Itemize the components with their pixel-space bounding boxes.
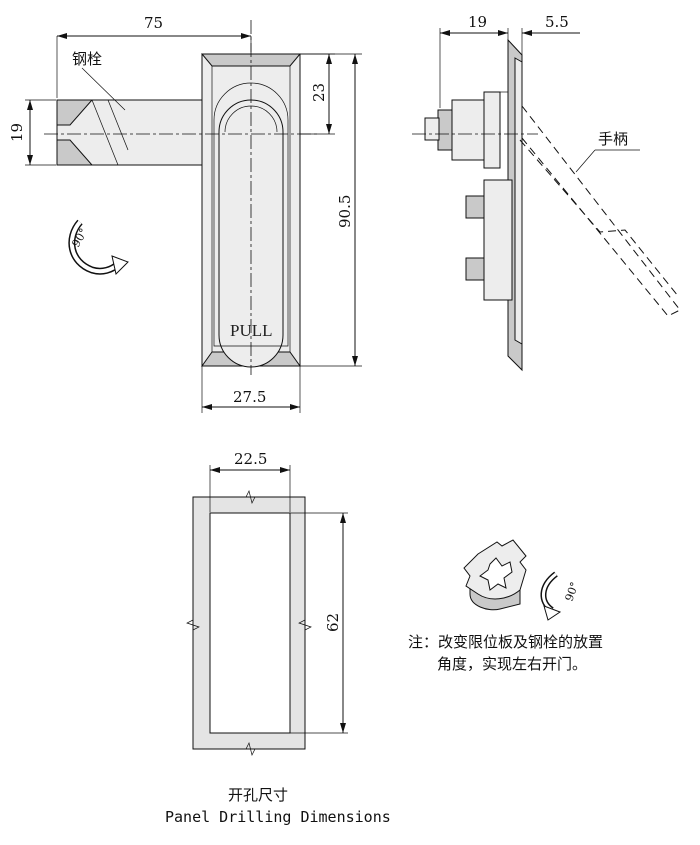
bolt-label: 钢栓 xyxy=(72,50,102,68)
svg-text:90.5: 90.5 xyxy=(336,195,354,228)
cutout-caption-cn: 开孔尺寸 xyxy=(228,786,288,804)
handle-dashed-outline xyxy=(521,105,681,317)
dim-62: 62 xyxy=(324,613,342,632)
stop-plate-rotation-icon: 90° xyxy=(540,571,582,621)
dim-90-5: 90.5 xyxy=(300,53,362,367)
note-line-1: 注：改变限位板及钢栓的放置 xyxy=(408,633,603,651)
rotation-arrow-icon: 90° xyxy=(68,219,129,275)
dim-27-5: 27.5 xyxy=(201,366,301,413)
svg-text:5.5: 5.5 xyxy=(545,13,569,31)
bolt xyxy=(56,99,206,166)
svg-text:75: 75 xyxy=(144,14,163,32)
front-view: 钢栓 PULL 75 xyxy=(8,14,362,413)
svg-text:90°: 90° xyxy=(563,580,582,603)
handle-label: 手柄 xyxy=(598,130,628,148)
cutout-caption-en: Panel Drilling Dimensions xyxy=(165,808,391,826)
side-view: 手柄 19 5.5 xyxy=(412,13,681,372)
stop-plate-part xyxy=(463,539,527,611)
dim-22-5: 22.5 xyxy=(234,450,267,468)
bolt-leader xyxy=(81,67,126,111)
panel-cutout: 22.5 62 xyxy=(186,450,348,757)
dim-19-bolt: 19 xyxy=(8,99,56,166)
dim-19-side: 19 xyxy=(439,13,509,108)
svg-text:23: 23 xyxy=(310,83,328,102)
svg-text:19: 19 xyxy=(468,13,487,31)
dim-75: 75 xyxy=(56,14,252,98)
dim-23: 23 xyxy=(300,53,335,135)
svg-text:27.5: 27.5 xyxy=(233,388,266,406)
svg-text:19: 19 xyxy=(8,123,26,142)
dim-5-5: 5.5 xyxy=(521,13,580,55)
note-line-2: 角度，实现左右开门。 xyxy=(437,655,587,673)
